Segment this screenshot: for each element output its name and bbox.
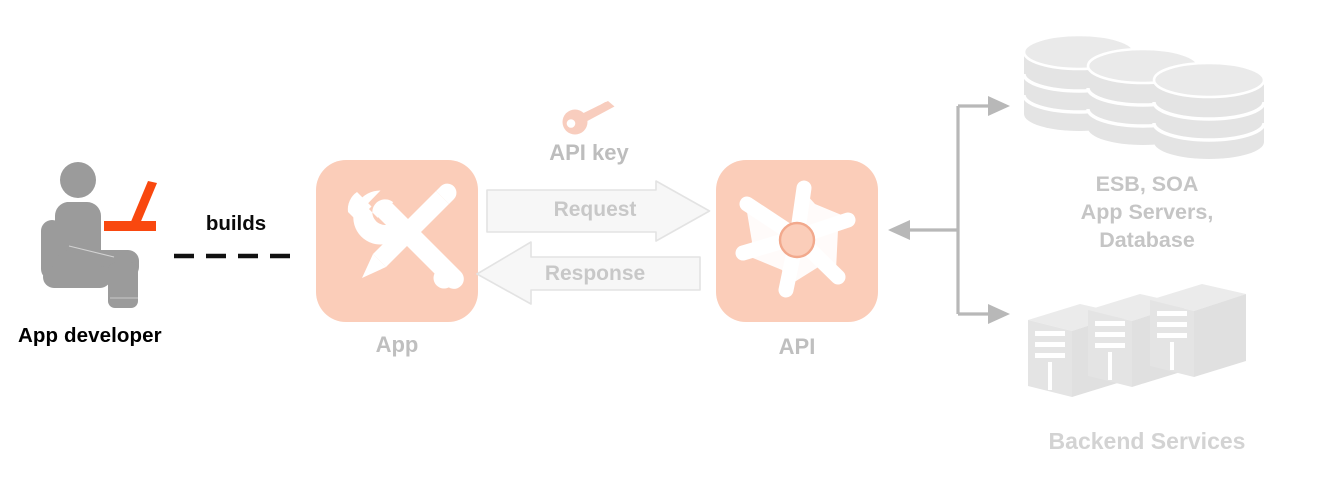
api-node-label: API	[778, 334, 816, 359]
server-rack-icon	[1028, 282, 1268, 400]
wrench-and-pencil-icon	[347, 183, 464, 289]
data-tier-label-line-1: ESB, SOA	[1095, 172, 1199, 196]
database-stack-icon	[1022, 33, 1272, 161]
builds-relation-label: builds	[205, 212, 267, 235]
response-arrow	[476, 240, 701, 306]
data-tier-label: ESB, SOA App Servers, Database	[1012, 170, 1282, 254]
request-arrow	[486, 180, 711, 242]
api-node[interactable]	[716, 160, 878, 322]
app-node[interactable]	[316, 160, 478, 322]
builds-dashed-line	[172, 247, 302, 259]
response-label: Response	[544, 262, 646, 285]
request-label: Request	[553, 198, 637, 221]
backend-connector-lines	[884, 90, 1014, 360]
data-tier-label-line-2: App Servers,	[1080, 200, 1214, 224]
backend-services-label: Backend Services	[1048, 428, 1246, 454]
seated-developer-icon	[38, 158, 178, 308]
api-star-icon	[735, 180, 856, 298]
api-key-label: API key	[549, 140, 629, 165]
data-tier-label-line-3: Database	[1099, 228, 1195, 252]
key-icon	[561, 100, 617, 136]
app-node-label: App	[375, 332, 419, 357]
app-developer-label: App developer	[18, 324, 162, 347]
